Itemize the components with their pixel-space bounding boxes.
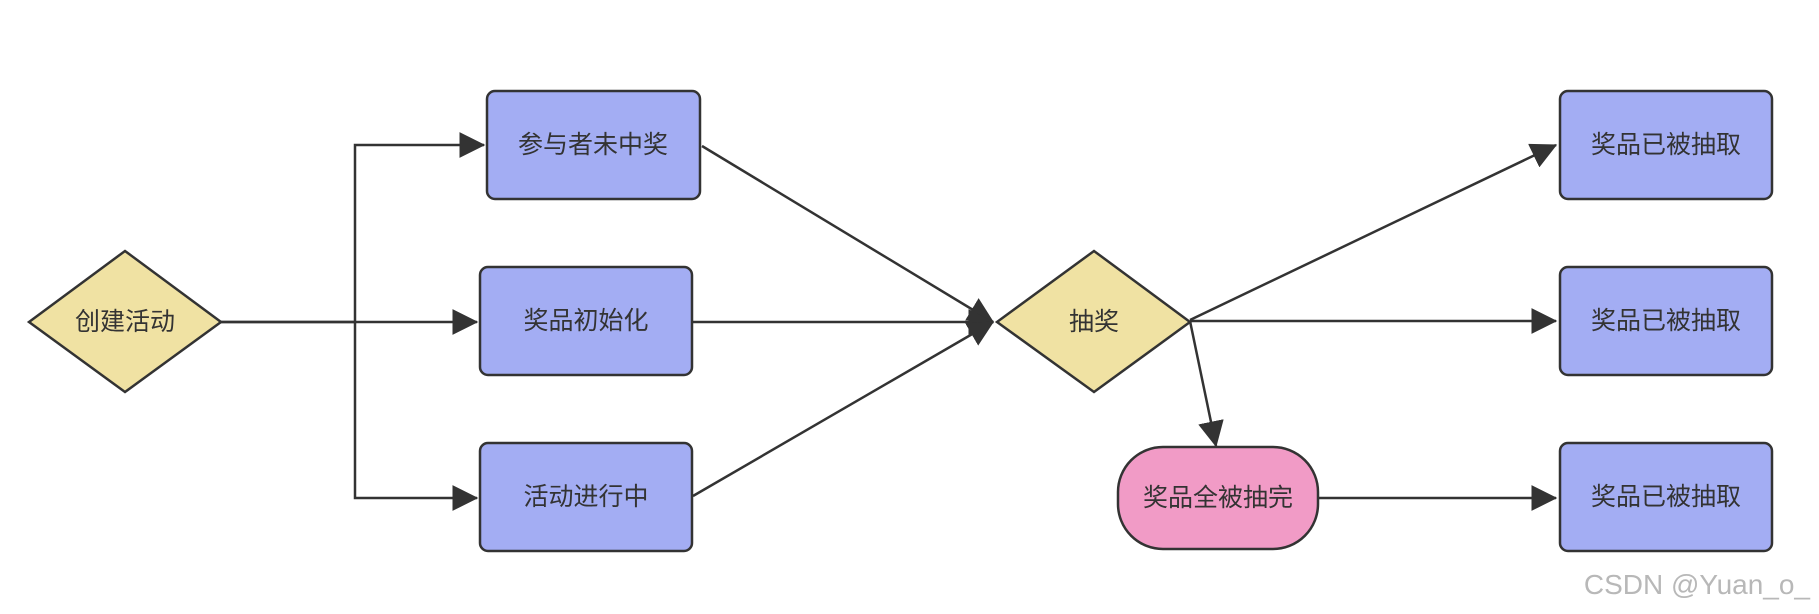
node-in-progress: 活动进行中 xyxy=(478,441,694,553)
edge-create-to-in-progress xyxy=(353,322,479,511)
node-not-won-label: 参与者未中奖 xyxy=(518,130,668,159)
node-prize-init: 奖品初始化 xyxy=(478,265,694,377)
edge-not-won-to-lottery xyxy=(701,144,995,324)
node-create-activity-label: 创建活动 xyxy=(75,307,175,336)
node-in-progress-label: 活动进行中 xyxy=(523,482,648,511)
node-not-won: 参与者未中奖 xyxy=(485,89,702,201)
node-drawn-3: 奖品已被抽取 xyxy=(1558,441,1774,553)
node-prize-init-label: 奖品初始化 xyxy=(523,306,648,335)
node-lottery: 抽奖 xyxy=(994,249,1193,394)
node-drawn-1-label: 奖品已被抽取 xyxy=(1591,130,1741,159)
node-drawn-3-label: 奖品已被抽取 xyxy=(1591,482,1741,511)
edge-lottery-to-all-drawn xyxy=(1188,320,1224,448)
node-drawn-2-label: 奖品已被抽取 xyxy=(1591,306,1741,335)
node-create-activity: 创建活动 xyxy=(26,249,224,394)
node-all-drawn: 奖品全被抽完 xyxy=(1116,445,1320,551)
node-drawn-2: 奖品已被抽取 xyxy=(1558,265,1774,377)
node-drawn-1: 奖品已被抽取 xyxy=(1558,89,1774,201)
node-lottery-label: 抽奖 xyxy=(1069,307,1119,336)
node-all-drawn-label: 奖品全被抽完 xyxy=(1143,483,1293,512)
watermark-text: CSDN @Yuan_o_ xyxy=(1584,569,1811,600)
edge-in-progress-to-lottery xyxy=(692,320,995,498)
edge-lottery-to-drawn-1 xyxy=(1189,143,1558,322)
edge-create-to-not-won xyxy=(220,132,486,324)
